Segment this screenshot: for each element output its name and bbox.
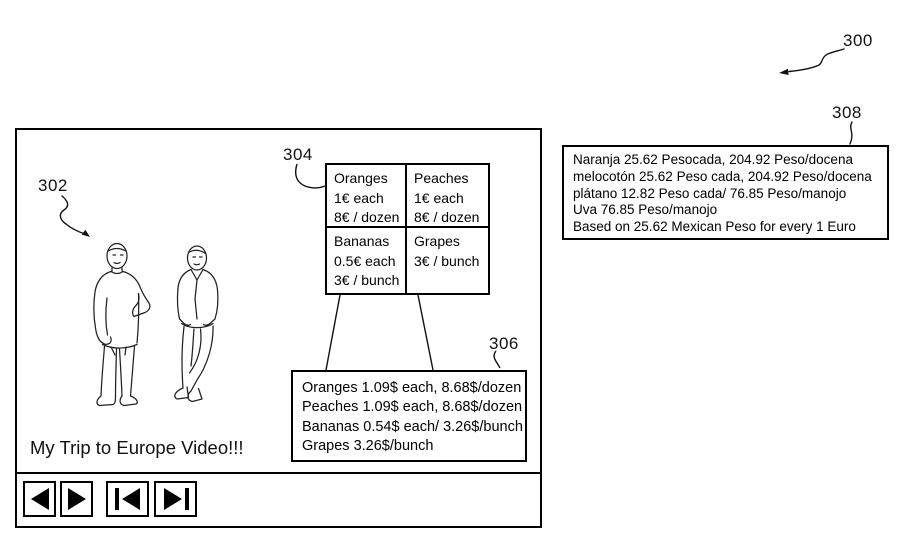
controls-divider — [17, 472, 540, 474]
usd-line: Bananas 0.54$ each/ 3.26$/bunch — [302, 418, 523, 435]
peso-line: Based on 25.62 Mexican Peso for every 1 … — [573, 219, 856, 235]
ref-label-304: 304 — [283, 145, 313, 164]
price-cell-oranges: Oranges 1€ each 8€ / dozen — [327, 165, 407, 228]
peso-line: plátano 12.82 Peso cada/ 76.85 Peso/mano… — [573, 185, 847, 201]
ref-300-arrow-icon — [779, 48, 845, 75]
left-triangle-icon — [30, 488, 49, 510]
price-line: 3€ / bunch — [334, 272, 400, 288]
skip-to-end-button[interactable] — [154, 481, 197, 517]
usd-price-box: Oranges 1.09$ each, 8.68$/dozen Peaches … — [291, 370, 527, 462]
price-cell-peaches: Peaches 1€ each 8€ / dozen — [407, 165, 488, 228]
usd-line: Grapes 3.26$/bunch — [302, 438, 434, 455]
peso-price-box: Naranja 25.62 Pesocada, 204.92 Peso/doce… — [562, 145, 889, 240]
price-cell-grapes: Grapes 3€ / bunch — [407, 228, 488, 293]
usd-line: Oranges 1.09$ each, 8.68$/dozen — [302, 380, 522, 396]
peso-line: melocotón 25.62 Peso cada, 204.92 Peso/d… — [573, 168, 872, 184]
table-to-usd-left-line — [325, 294, 341, 371]
person-left — [93, 242, 151, 407]
price-line: 0.5€ each — [334, 252, 396, 269]
ref-302-arrow-icon — [59, 195, 90, 237]
ref-304-leader — [295, 163, 326, 189]
table-to-usd-right-line — [417, 294, 434, 371]
price-line: Grapes — [414, 233, 460, 249]
ref-label-306: 306 — [489, 334, 519, 353]
bar-left-triangle-icon — [114, 488, 140, 510]
ref-label-302: 302 — [38, 176, 68, 195]
price-line: 1€ each — [334, 189, 384, 206]
right-triangle-bar-icon — [163, 488, 189, 510]
ref-308-leader-icon — [849, 121, 853, 145]
person-right — [174, 245, 219, 403]
price-line: Oranges — [334, 170, 388, 186]
usd-line: Peaches 1.09$ each, 8.68$/dozen — [302, 399, 523, 416]
people-illustration — [93, 242, 219, 407]
price-line: Bananas — [334, 233, 390, 249]
price-cell-bananas: Bananas 0.5€ each 3€ / bunch — [327, 228, 407, 293]
peso-line: Uva 76.85 Peso/manojo — [573, 202, 718, 218]
video-title: My Trip to Europe Video!!! — [30, 437, 244, 458]
price-line: 3€ / bunch — [414, 252, 480, 269]
ref-label-308: 308 — [832, 103, 862, 122]
price-line: Peaches — [414, 170, 469, 186]
step-back-button[interactable] — [23, 481, 56, 517]
play-button[interactable] — [60, 481, 93, 517]
peso-line: Naranja 25.62 Pesocada, 204.92 Peso/doce… — [573, 152, 853, 167]
right-triangle-icon — [67, 488, 86, 510]
skip-to-start-button[interactable] — [106, 481, 149, 517]
euro-price-table: Oranges 1€ each 8€ / dozen Peaches 1€ ea… — [325, 163, 490, 295]
price-line: 8€ / dozen — [334, 209, 400, 225]
price-line: 1€ each — [414, 189, 464, 206]
price-line: 8€ / dozen — [414, 209, 480, 225]
video-player-window: 302 — [15, 128, 542, 528]
ref-label-300: 300 — [843, 31, 873, 50]
